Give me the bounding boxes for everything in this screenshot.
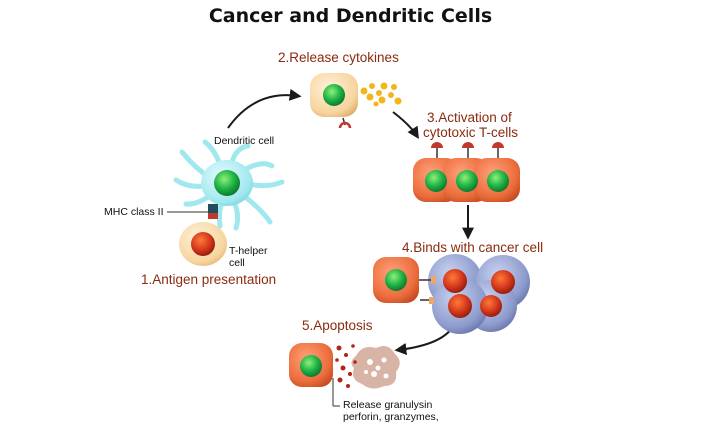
cytokine-releasing-cell-graphic [310,73,358,129]
granule-release-graphic [335,344,357,388]
mhc-class-ii-graphic [167,204,218,219]
arrow-step2-to-step3 [392,111,419,140]
step-3-label-line2: cytotoxic T-cells [423,125,519,140]
release-label-line1: Release granulysin [343,399,433,411]
cytokine-dots-graphic [360,82,402,107]
step-4-label: 4.Binds with cancer cell [402,240,544,255]
step-3-label-line1: 3.Activation of [427,110,512,125]
cytotoxic-t-cells-graphic [413,142,520,202]
bound-cytotoxic-cell-graphic [373,257,436,304]
cancer-cells-graphic [428,254,530,334]
apoptosis-cytotoxic-cell-graphic [289,343,333,387]
step-2-label: 2.Release cytokines [278,50,399,65]
dendritic-cell-graphic [173,139,285,231]
step-1-label: 1.Antigen presentation [141,272,277,287]
t-helper-cell-graphic [179,222,227,266]
dying-cancer-cell-graphic [351,346,400,389]
step-5-label: 5.Apoptosis [302,318,373,333]
arrow-step1-to-step2 [227,88,302,129]
dendritic-cell-label: Dendritic cell [214,135,275,147]
t-helper-label-line1: T-helper [229,245,268,257]
diagram-title: Cancer and Dendritic Cells [208,5,493,27]
arrow-step4-to-step5 [394,327,453,355]
mhc-class-ii-label: MHC class II [104,206,164,218]
t-helper-label-line2: cell [229,257,245,269]
release-label-line2: perforin, granzymes, [343,411,439,423]
